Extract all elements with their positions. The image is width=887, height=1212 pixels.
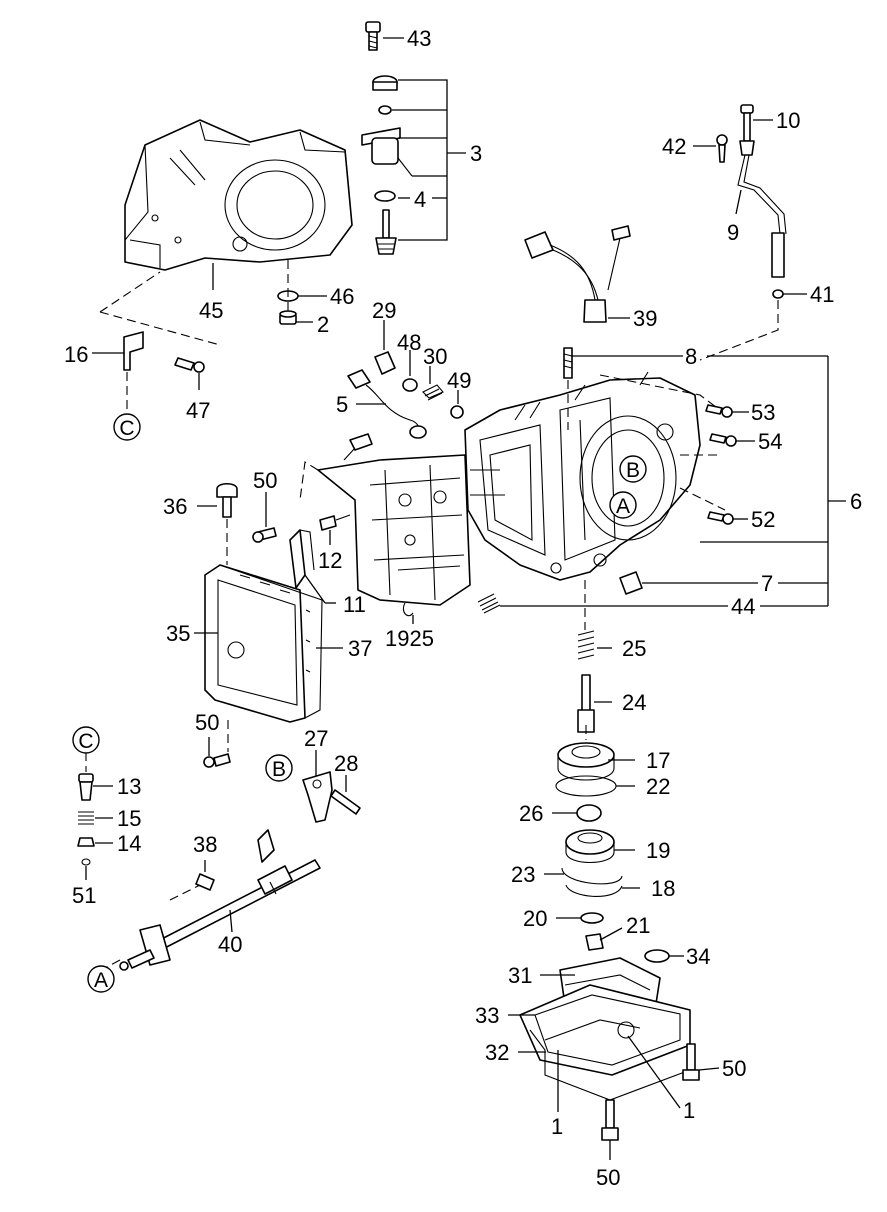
label-3: 3 <box>470 141 482 166</box>
label-17: 17 <box>646 748 670 773</box>
label-50-bottom: 50 <box>596 1165 620 1190</box>
marker-c-left: C <box>72 726 100 754</box>
label-21: 21 <box>626 913 650 938</box>
label-7: 7 <box>761 571 773 596</box>
label-28: 28 <box>334 751 358 776</box>
label-38: 38 <box>193 832 217 857</box>
washer-46-plug-2 <box>212 260 327 325</box>
svg-text:C: C <box>78 730 93 753</box>
marker-a-case: A <box>609 491 637 519</box>
label-20: 20 <box>523 906 547 931</box>
marker-a-shaft: A <box>87 965 115 993</box>
leader-bracket-6-8 <box>572 355 846 607</box>
label-30: 30 <box>423 344 447 369</box>
valve-body <box>299 433 471 617</box>
label-27: 27 <box>304 726 328 751</box>
converter-housing <box>124 119 353 271</box>
marker-b-case: B <box>619 455 647 483</box>
speedometer-group-3-4 <box>361 75 466 255</box>
label-39: 39 <box>633 306 657 331</box>
filter-pan-assembly <box>508 949 720 1160</box>
label-44: 44 <box>731 594 755 619</box>
label-48: 48 <box>397 330 421 355</box>
label-2: 2 <box>317 312 329 337</box>
label-53: 53 <box>751 400 775 425</box>
dipstick-9-10 <box>693 104 807 361</box>
svg-text:B: B <box>626 459 640 482</box>
label-46: 46 <box>330 284 354 309</box>
label-24: 24 <box>622 690 646 715</box>
label-15: 15 <box>117 806 141 831</box>
label-50-upper: 50 <box>253 468 277 493</box>
marker-b-lever: B <box>265 754 293 782</box>
plug-7-spring-44 <box>477 571 758 614</box>
breather-16-bolt-47 <box>92 271 221 410</box>
label-43: 43 <box>407 26 431 51</box>
svg-text:A: A <box>94 969 108 992</box>
label-25: 25 <box>622 636 646 661</box>
case-bolts-52-53-54 <box>705 404 755 525</box>
label-8: 8 <box>685 344 697 369</box>
label-54: 54 <box>758 429 782 454</box>
lever-27-pin-28 <box>302 750 361 823</box>
label-5: 5 <box>336 392 348 417</box>
label-33: 33 <box>475 1003 499 1028</box>
label-34: 34 <box>686 944 710 969</box>
accumulator-stack <box>544 630 640 951</box>
label-18: 18 <box>651 876 675 901</box>
label-29: 29 <box>372 298 396 323</box>
label-49: 49 <box>447 368 471 393</box>
label-12: 12 <box>318 548 342 573</box>
label-52: 52 <box>751 507 775 532</box>
label-4: 4 <box>414 187 426 212</box>
valve-body-fasteners-11-12-36-50 <box>197 482 351 604</box>
svg-text:A: A <box>616 495 630 518</box>
label-50-left: 50 <box>195 710 219 735</box>
label-9: 9 <box>727 220 739 245</box>
oil-pan-35-gasket-37 <box>194 564 343 723</box>
label-45: 45 <box>199 298 223 323</box>
label-6: 6 <box>850 489 862 514</box>
reference-markers: C B A C B A <box>72 413 647 993</box>
bolt-43 <box>365 21 404 51</box>
part-labels: 43 3 4 10 42 9 41 46 45 2 16 47 29 48 30… <box>64 26 862 1190</box>
label-1-left: 1 <box>551 1114 563 1139</box>
label-16: 16 <box>64 342 88 367</box>
svg-text:C: C <box>119 417 134 440</box>
detent-parts-13-14-15-51 <box>77 752 113 880</box>
label-51: 51 <box>72 883 96 908</box>
label-32: 32 <box>485 1040 509 1065</box>
label-37: 37 <box>348 636 372 661</box>
label-50-right: 50 <box>722 1056 746 1081</box>
marker-c-top: C <box>113 413 141 441</box>
transaxle-case <box>464 347 726 630</box>
sensor-parts-5-29-30-48-49 <box>347 320 464 439</box>
label-36: 36 <box>163 494 187 519</box>
label-35: 35 <box>166 621 190 646</box>
label-10: 10 <box>776 108 800 133</box>
label-14: 14 <box>117 831 141 856</box>
label-26: 26 <box>519 801 543 826</box>
label-41: 41 <box>810 282 834 307</box>
label-40: 40 <box>218 932 242 957</box>
label-1925: 1925 <box>385 626 434 651</box>
label-1-right: 1 <box>683 1098 695 1123</box>
label-42: 42 <box>662 134 686 159</box>
bolt-50-left <box>203 720 231 768</box>
label-19: 19 <box>646 838 670 863</box>
label-23: 23 <box>511 862 535 887</box>
label-11: 11 <box>343 592 366 617</box>
manual-shaft-40 <box>104 829 321 971</box>
label-22: 22 <box>646 774 670 799</box>
speed-sensor-39 <box>524 225 631 323</box>
label-47: 47 <box>186 398 210 423</box>
label-13: 13 <box>117 774 141 799</box>
label-31: 31 <box>508 963 532 988</box>
svg-text:B: B <box>272 758 286 781</box>
